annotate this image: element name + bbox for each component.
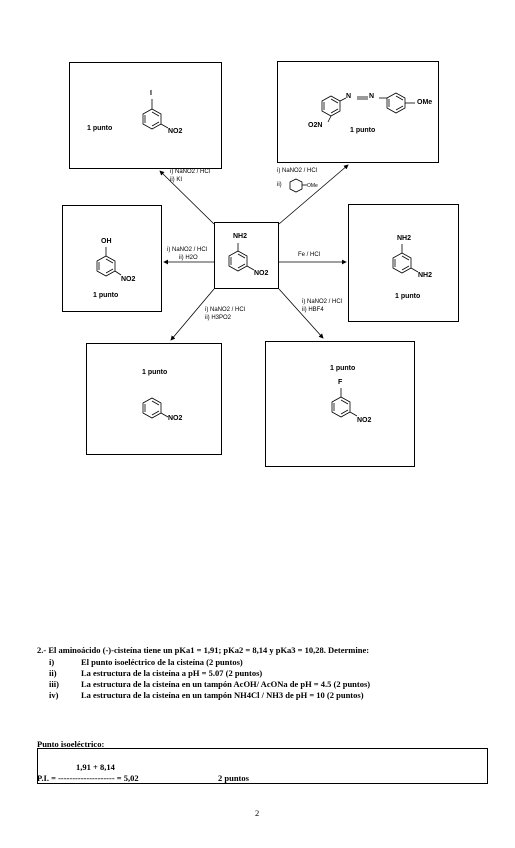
benzene-ring-iodo: [142, 99, 169, 130]
box-iodo-product: [69, 62, 222, 169]
small-anisole-ring: [289, 178, 307, 193]
benzene-ring-nitrobenzene: [142, 397, 169, 419]
benzene-ring-phenol: [96, 247, 122, 277]
center-nh2-label: NH2: [233, 233, 248, 240]
fluoro-no2-label: NO2: [357, 417, 372, 424]
azo-n-equals-n: N: [346, 93, 352, 100]
phenol-points-label: 1 punto: [93, 292, 119, 299]
iodo-i-label: I: [150, 90, 152, 97]
fluoro-reagents: i) NaNO2 / HCl ii) HBF4: [302, 299, 343, 313]
fluoro-f-label: F: [338, 379, 343, 386]
diamine-nh2-top-label: NH2: [397, 235, 412, 242]
answer-heading: Punto isoeléctrico:: [37, 739, 105, 749]
benzene-ring-azo-left: [321, 95, 347, 123]
phenol-reagents: i) NaNO2 / HCl ii) H2O: [167, 247, 208, 261]
box-fluoro-product: [265, 341, 415, 467]
question-item-3: iii)La estructura de la cisteína en un t…: [49, 679, 371, 689]
azo-points-label: 1 punto: [350, 127, 376, 134]
nitrobenzene-reagents: i) NaNO2 / HCl ii) H3PO2: [205, 307, 246, 321]
question-item-1: i)El punto isoeléctrico de la cisteína (…: [49, 657, 243, 667]
question-item-4: iv)La estructura de la cisteína en un ta…: [49, 690, 364, 700]
answer-points: 2 puntos: [218, 773, 249, 783]
arrow-to-azo: [278, 164, 349, 225]
box-azo-product: [277, 61, 439, 163]
nitrobenzene-no2-label: NO2: [168, 415, 183, 422]
azo-n2: N: [369, 93, 375, 100]
iodo-reagents: i) NaNO2 / HCl ii) KI: [170, 169, 211, 183]
benzene-ring-diamine: [392, 244, 419, 274]
answer-box: [37, 748, 488, 784]
iodo-no2-label: NO2: [168, 128, 183, 135]
diamine-reagent: Fe / HCl: [298, 252, 321, 258]
benzene-ring-center: [228, 243, 255, 272]
phenol-oh-label: OH: [101, 238, 112, 245]
azo-o2n-label: O2N: [308, 122, 323, 129]
page-number: 2: [255, 808, 260, 818]
box-diamine-product: [348, 204, 459, 322]
question-item-2: ii)La estructura de la cisteína a pH = 5…: [49, 668, 263, 678]
center-no2-label: NO2: [254, 270, 269, 277]
answer-equation: P.I. = -------------------- = 5,02: [37, 773, 139, 783]
azo-ome-label: OMe: [417, 99, 433, 106]
phenol-no2-label: NO2: [121, 276, 136, 283]
benzene-ring-azo-right: [379, 92, 415, 114]
azo-reagent-ome-small: OMe: [307, 183, 318, 189]
azo-reagents: i) NaNO2 / HCl ii): [277, 168, 318, 188]
arrow-to-nitrobenzene: [170, 288, 215, 341]
question-intro: 2.- El aminoácido (-)-cisteína tiene un …: [37, 645, 370, 655]
answer-numerator: 1,91 + 8,14: [76, 762, 115, 772]
iodo-points-label: 1 punto: [87, 125, 113, 132]
arrow-to-iodo: [159, 170, 215, 225]
box-phenol-product: [62, 205, 162, 312]
nitrobenzene-points-label: 1 punto: [142, 369, 168, 376]
benzene-ring-fluoro: [331, 388, 358, 418]
diamine-nh2-bottom-label: NH2: [418, 272, 433, 279]
fluoro-points-label: 1 punto: [330, 365, 356, 372]
arrow-to-fluoro: [278, 288, 324, 339]
diamine-points-label: 1 punto: [395, 293, 421, 300]
